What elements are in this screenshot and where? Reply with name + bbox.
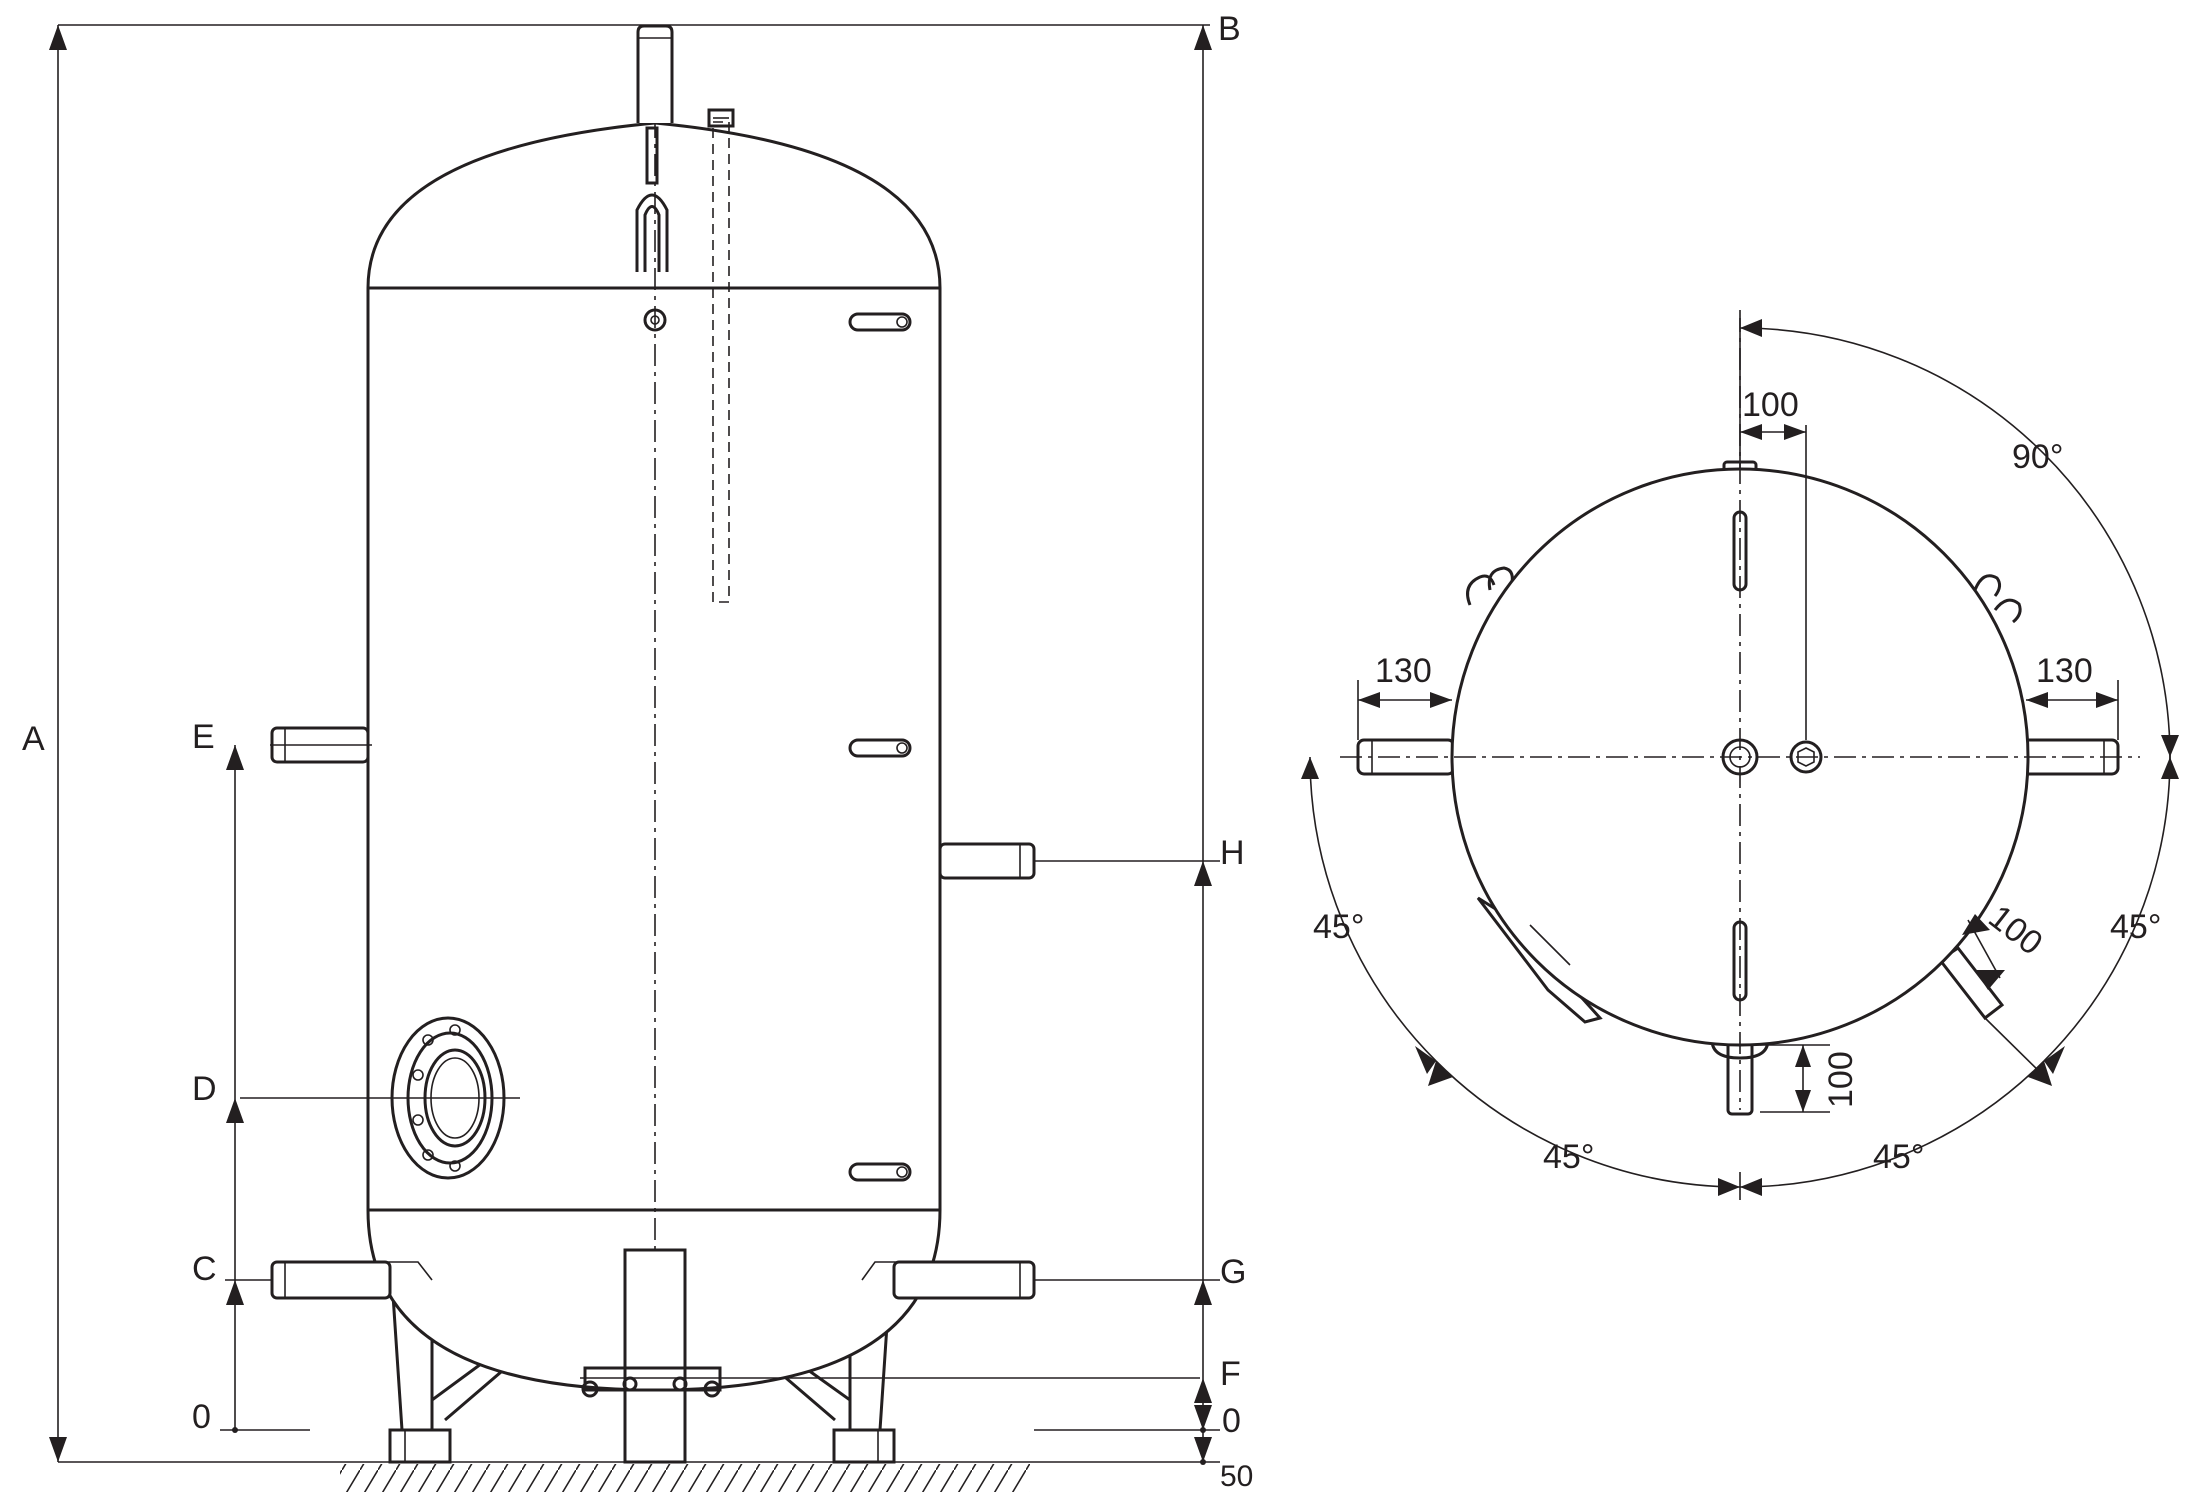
tank-vessel <box>366 40 942 1450</box>
label-f: F <box>1220 1355 1241 1393</box>
sensor-stubs <box>848 312 912 1182</box>
label-g: G <box>1220 1253 1246 1291</box>
angle-right-upper: 45° <box>2110 908 2161 946</box>
angle-left-upper: 45° <box>1313 908 1364 946</box>
side-view: A B E D C 0 H G F 0 50 <box>22 10 1253 1492</box>
top-view: 100 130 130 100 100 90° 45° 45° 45° 45° <box>1301 310 2179 1200</box>
sensor-sleeve <box>707 108 735 603</box>
dim-nozzle-left: 130 <box>1375 652 1432 690</box>
label-e: E <box>192 718 215 756</box>
angle-bottom-right: 45° <box>1873 1138 1924 1176</box>
small-port <box>643 308 667 332</box>
dim-nozzle-bottom: 100 <box>1822 1051 1860 1108</box>
label-zero-left: 0 <box>192 1398 211 1436</box>
manhole-flange <box>240 1016 520 1180</box>
nozzle-h <box>938 842 1036 880</box>
angle-upper-right: 90° <box>2012 438 2063 476</box>
bottom-drain <box>580 1248 1200 1464</box>
nozzle-e <box>270 726 372 764</box>
dim-spacing-top: 100 <box>1742 386 1799 424</box>
dimension-labels: A B E D C 0 H G F 0 50 <box>22 10 1253 1492</box>
top-view-dimensions <box>1301 318 2179 1200</box>
ground-hatch <box>305 1461 1030 1492</box>
label-c: C <box>192 1250 217 1288</box>
nozzle-g <box>861 1260 1036 1300</box>
label-zero-right: 0 <box>1222 1402 1241 1440</box>
label-d: D <box>192 1070 217 1108</box>
label-a: A <box>22 720 45 758</box>
label-b: B <box>1218 10 1241 48</box>
label-h: H <box>1220 834 1245 872</box>
dim-nozzle-right: 130 <box>2036 652 2093 690</box>
dim-nozzle-angled: 100 <box>1981 898 2049 963</box>
label-offset: 50 <box>1220 1460 1253 1492</box>
dimension-lines <box>49 24 1220 1465</box>
top-view-ports <box>1721 510 1823 1002</box>
thermometer-hook <box>635 126 669 272</box>
angle-bottom-left: 45° <box>1543 1138 1594 1176</box>
top-outlet-pipe <box>636 24 674 123</box>
